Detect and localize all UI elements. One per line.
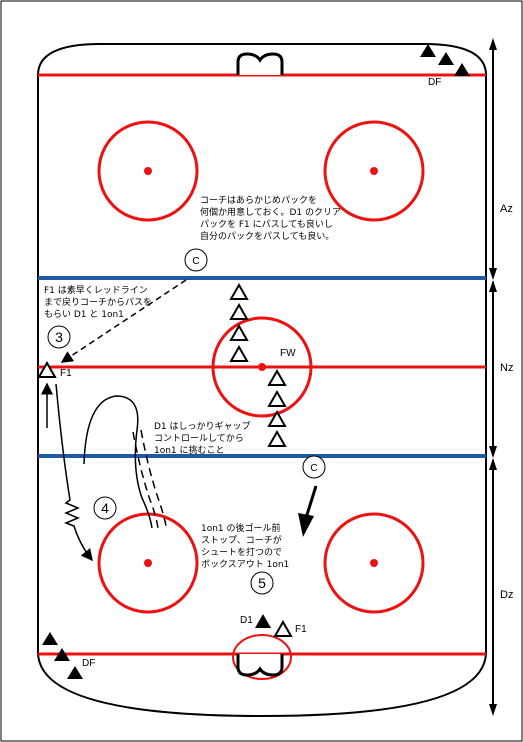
f1-left-label: F1 — [60, 368, 72, 379]
d1-label: D1 — [240, 615, 253, 626]
note-1on1: 1on1 の後ゴール前 ストップ、コーチが シュートを打つので ボックスアウト … — [201, 522, 289, 570]
note-coach-prep: コーチはあらかじめパックを 何個か用意しておく。D1 のクリア パックを F1 … — [200, 195, 344, 242]
zone-label-nz: Nz — [500, 362, 513, 374]
d1-backskate-path — [83, 395, 153, 529]
f1-left-marker — [37, 360, 57, 378]
d1-marker — [255, 614, 271, 628]
faceoff-circle-top-left — [97, 120, 199, 222]
zone-label-dz: Dz — [500, 589, 513, 601]
faceoff-circle-bottom-right — [323, 512, 425, 614]
d1-backskate-dash-a — [132, 431, 159, 529]
step-5-label: 5 — [258, 575, 266, 591]
f1-puck-carry-path — [55, 383, 93, 562]
df-defenders-top — [420, 44, 470, 76]
f1-bottom-marker — [273, 619, 293, 637]
df-bottom-label: DF — [82, 658, 95, 669]
center-dot — [258, 363, 266, 371]
coach-bottom-label: C — [310, 463, 317, 474]
bottom-goal-net — [236, 654, 284, 677]
note-f1: F1 は素早くレッドライン まで戻りコーチからパスを もらい D1 と 1on1 — [44, 284, 155, 320]
coach-bottom-marker — [302, 455, 326, 479]
fw-label: FW — [280, 348, 296, 359]
fw-forwards — [229, 282, 287, 447]
rink-boards — [37, 43, 487, 718]
df-top-label: DF — [428, 77, 441, 88]
zone-dimension-arrows — [489, 38, 497, 716]
f1-bottom-label: F1 — [295, 624, 307, 635]
df-defenders-bottom — [42, 632, 83, 679]
center-circle — [211, 316, 313, 418]
zone-label-az: Az — [500, 203, 513, 215]
goal-crease — [232, 634, 292, 680]
faceoff-dot — [144, 167, 152, 175]
step-3-marker — [47, 325, 71, 349]
faceoff-circle-top-right — [323, 120, 425, 222]
step-5-marker — [250, 571, 274, 595]
faceoff-dot — [144, 559, 152, 567]
step-4-marker — [93, 496, 117, 520]
top-goal-net — [236, 52, 284, 75]
faceoff-dot — [370, 167, 378, 175]
step-4-label: 4 — [101, 500, 109, 516]
note-d1: D1 はしっかりギャップ コントロールしてから 1on1 に挑むこと — [154, 421, 253, 456]
faceoff-dot — [370, 559, 378, 567]
coach-top-marker — [184, 248, 208, 272]
step-3-label: 3 — [55, 329, 63, 345]
coach-shot-line — [304, 485, 318, 519]
coach-top-label: C — [192, 256, 199, 267]
d1-backskate-dash-b — [140, 429, 167, 527]
coach-shot-arrowhead — [298, 513, 314, 537]
pass-arrow-coach-to-f1 — [60, 279, 187, 363]
